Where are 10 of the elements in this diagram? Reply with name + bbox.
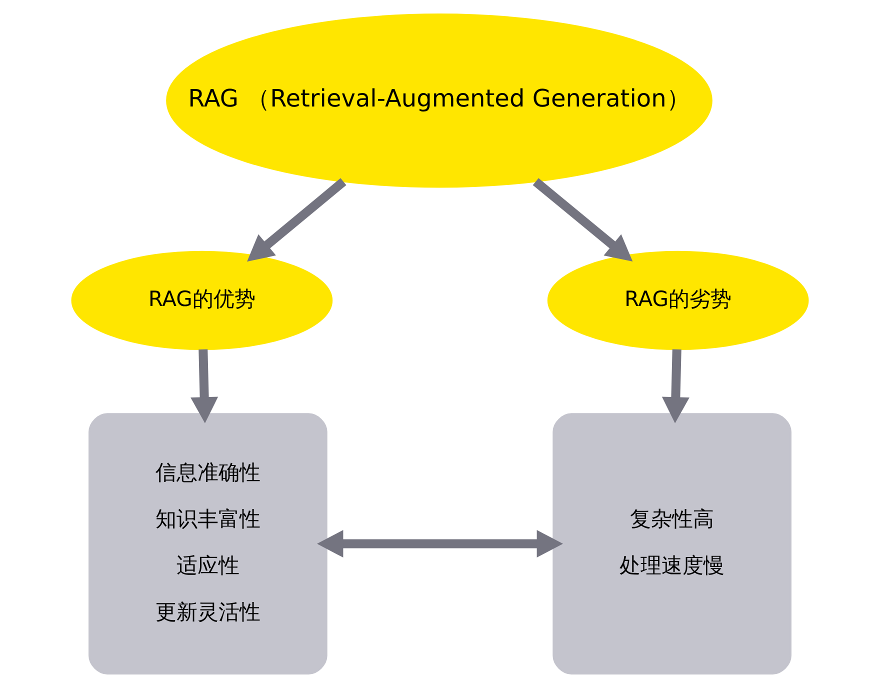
arrow	[532, 178, 632, 262]
node-ellipse: RAG的优势	[70, 250, 332, 350]
node-box: 信息准确性 知识丰富性 适应性 更新灵活性	[88, 413, 327, 674]
node-ellipse: RAG （Retrieval-Augmented Generation）	[166, 14, 712, 188]
arrow	[190, 349, 218, 424]
node-box: 复杂性高 处理速度慢	[552, 413, 791, 674]
arrow	[316, 530, 563, 558]
arrow	[661, 349, 689, 424]
arrow	[246, 178, 346, 262]
node-ellipse: RAG的劣势	[546, 250, 808, 350]
